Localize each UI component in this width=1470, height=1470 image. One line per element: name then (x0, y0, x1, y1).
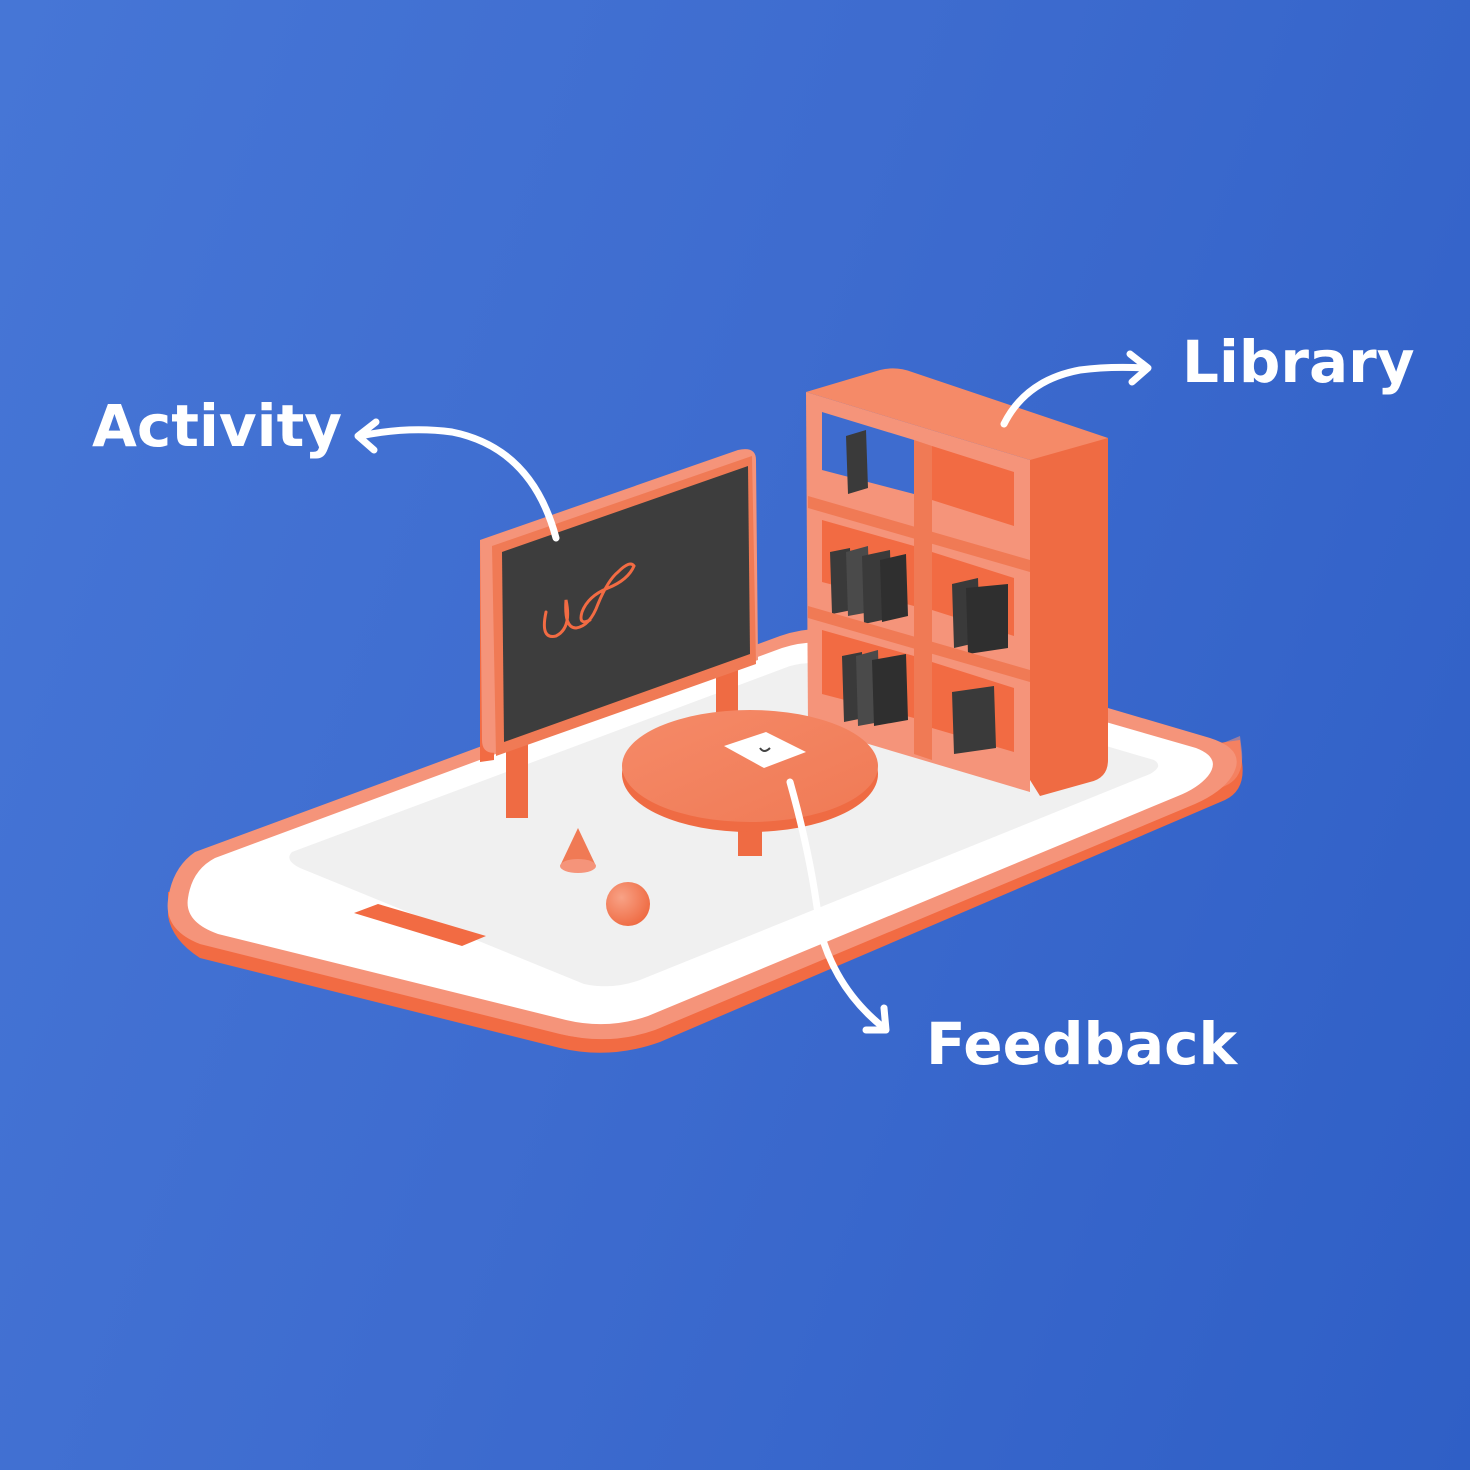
shelf-top (806, 368, 1108, 460)
label-feedback: Feedback (926, 1010, 1238, 1078)
table-top (622, 710, 878, 822)
books (830, 430, 1008, 754)
board-leg-left (506, 730, 528, 818)
bookshelf-icon (806, 368, 1108, 796)
feedback-arrow (786, 778, 888, 1032)
board-scribble (542, 562, 636, 638)
feedback-arrowhead (862, 1004, 890, 1034)
activity-arrowhead (354, 418, 380, 454)
book (872, 654, 908, 726)
chalkboard-icon (480, 449, 758, 818)
label-arrows (354, 350, 1152, 1034)
label-activity: Activity (92, 392, 342, 460)
sphere-shape-icon (606, 882, 650, 926)
shelf-divider (808, 496, 1030, 572)
book (880, 554, 908, 622)
library-arrow (1000, 363, 1150, 428)
book (966, 584, 1008, 654)
shapes (560, 828, 650, 926)
shelf-side-panel (1030, 438, 1108, 796)
book (952, 686, 996, 754)
board-surface (502, 466, 750, 742)
book (846, 430, 868, 494)
home-button (354, 904, 486, 946)
activity-arrow (356, 426, 560, 542)
shelf-divider (808, 606, 1030, 682)
shelf-divider (914, 440, 932, 760)
cone-base (560, 859, 596, 873)
paper-note-mark (759, 747, 771, 752)
library-arrowhead (1126, 350, 1152, 386)
round-table-icon (622, 710, 878, 856)
label-library: Library (1182, 328, 1415, 396)
